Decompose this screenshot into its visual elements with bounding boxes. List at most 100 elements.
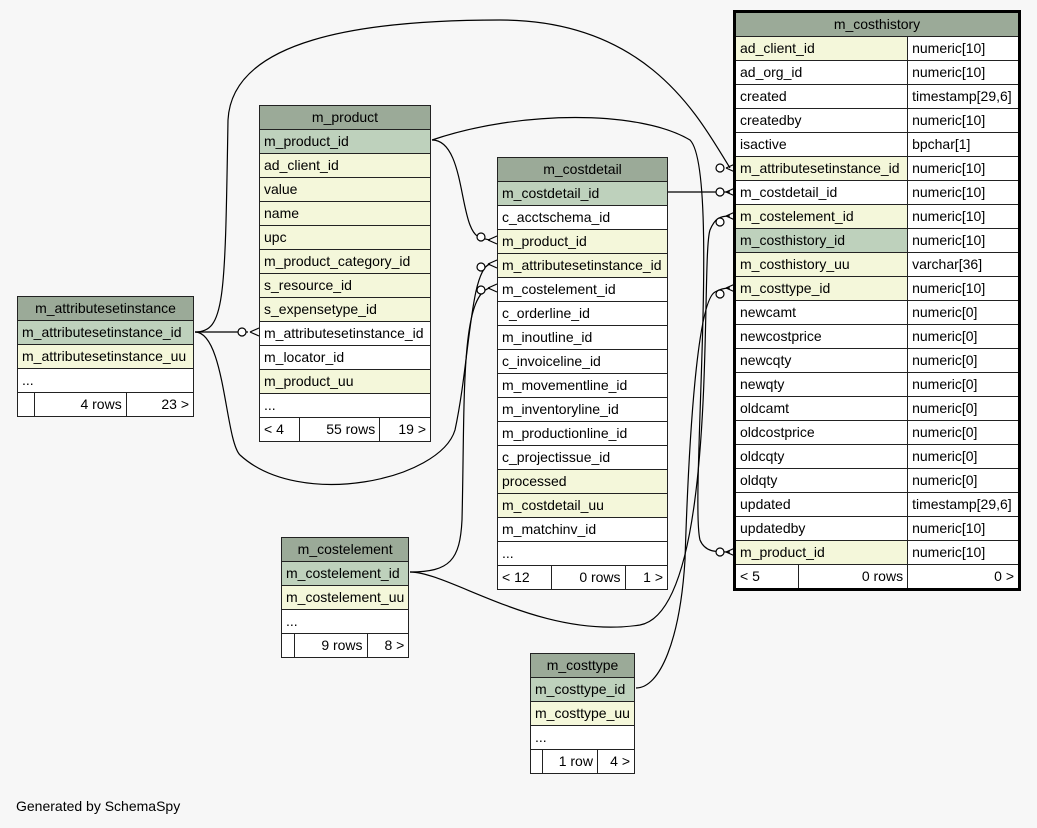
table-row[interactable]: m_costtype_uu <box>530 701 635 726</box>
table-row[interactable]: upc <box>259 225 431 250</box>
parents-link[interactable] <box>17 392 35 417</box>
table-row[interactable]: m_attributesetinstance_id <box>259 321 431 346</box>
children-link[interactable]: 1 > <box>624 565 669 590</box>
column-name[interactable]: m_costelement_uu <box>280 585 410 610</box>
children-link[interactable]: 23 > <box>125 392 195 417</box>
table-row[interactable]: m_matchinv_id <box>497 517 668 542</box>
table-row[interactable]: m_costelement_uu <box>280 585 410 610</box>
table-row[interactable]: processed <box>497 469 668 494</box>
table-row[interactable]: m_movementline_id <box>497 373 668 398</box>
table-title[interactable]: m_costhistory <box>735 12 1019 37</box>
column-name[interactable]: value <box>259 177 431 202</box>
column-name[interactable]: ad_org_id <box>734 60 909 85</box>
column-name[interactable]: m_costtype_uu <box>530 701 635 726</box>
column-name[interactable]: m_costdetail_id <box>734 180 909 205</box>
column-name[interactable]: m_attributesetinstance_id <box>259 321 431 346</box>
table-row[interactable]: ... <box>259 393 431 418</box>
table-row[interactable]: m_attributesetinstance_id <box>17 320 194 345</box>
table-title[interactable]: m_costelement <box>280 537 410 562</box>
column-name[interactable]: isactive <box>734 132 909 157</box>
column-name[interactable]: ... <box>497 541 668 566</box>
table-row[interactable]: m_costdetail_id <box>497 181 668 206</box>
table-row[interactable]: m_inoutline_id <box>497 325 668 350</box>
column-name[interactable]: m_inventoryline_id <box>497 397 668 422</box>
column-name[interactable]: newcqty <box>734 348 909 373</box>
column-name[interactable]: m_costhistory_id <box>734 228 909 253</box>
table-row[interactable]: ... <box>530 725 635 750</box>
column-name[interactable]: updatedby <box>734 516 909 541</box>
column-name[interactable]: m_costhistory_uu <box>734 252 909 277</box>
table-row[interactable]: m_product_uu <box>259 369 431 394</box>
table-row[interactable]: m_locator_id <box>259 345 431 370</box>
table-title[interactable]: m_product <box>259 105 431 130</box>
parents-link[interactable]: < 4 <box>259 417 300 442</box>
table-row[interactable]: c_orderline_id <box>497 301 668 326</box>
column-name[interactable]: createdby <box>734 108 909 133</box>
children-link[interactable]: 8 > <box>366 633 410 658</box>
table-title[interactable]: m_costtype <box>530 653 635 678</box>
table-row[interactable]: name <box>259 201 431 226</box>
table-row[interactable]: c_acctschema_id <box>497 205 668 230</box>
table-row[interactable]: value <box>259 177 431 202</box>
table-row[interactable]: m_product_id <box>259 129 431 154</box>
column-name[interactable]: m_costelement_id <box>497 277 668 302</box>
column-name[interactable]: name <box>259 201 431 226</box>
column-name[interactable]: s_expensetype_id <box>259 297 431 322</box>
table-row[interactable]: m_attributesetinstance_uu <box>17 344 194 369</box>
table-row[interactable]: m_costdetail_uu <box>497 493 668 518</box>
column-name[interactable]: ... <box>530 725 635 750</box>
column-name[interactable]: oldqty <box>734 468 909 493</box>
column-name[interactable]: s_resource_id <box>259 273 431 298</box>
column-name[interactable]: c_invoiceline_id <box>497 349 668 374</box>
table-title[interactable]: m_costdetail <box>497 157 668 182</box>
column-name[interactable]: m_attributesetinstance_uu <box>17 344 194 369</box>
table-row[interactable]: s_resource_id <box>259 273 431 298</box>
column-name[interactable]: newcamt <box>734 300 909 325</box>
column-name[interactable]: ad_client_id <box>259 153 431 178</box>
table-row[interactable]: s_expensetype_id <box>259 297 431 322</box>
table-row[interactable]: m_productionline_id <box>497 421 668 446</box>
table-row[interactable]: c_projectissue_id <box>497 445 668 470</box>
column-name[interactable]: m_movementline_id <box>497 373 668 398</box>
table-row[interactable]: m_costtype_id <box>530 677 635 702</box>
column-name[interactable]: ... <box>259 393 431 418</box>
column-name[interactable]: newcostprice <box>734 324 909 349</box>
table-row[interactable]: m_costelement_id <box>497 277 668 302</box>
table-row[interactable]: m_product_category_id <box>259 249 431 274</box>
column-name[interactable]: m_costdetail_uu <box>497 493 668 518</box>
column-name[interactable]: m_product_uu <box>259 369 431 394</box>
column-name[interactable]: m_productionline_id <box>497 421 668 446</box>
column-name[interactable]: m_inoutline_id <box>497 325 668 350</box>
column-name[interactable]: m_product_category_id <box>259 249 431 274</box>
column-name[interactable]: upc <box>259 225 431 250</box>
column-name[interactable]: oldcostprice <box>734 420 909 445</box>
column-name[interactable]: m_attributesetinstance_id <box>497 253 668 278</box>
parents-link[interactable] <box>530 749 543 774</box>
column-name[interactable]: m_costdetail_id <box>497 181 668 206</box>
column-name[interactable]: updated <box>734 492 909 517</box>
children-link[interactable]: 0 > <box>907 564 1019 589</box>
column-name[interactable]: m_product_id <box>734 540 909 565</box>
table-title[interactable]: m_attributesetinstance <box>17 296 194 321</box>
